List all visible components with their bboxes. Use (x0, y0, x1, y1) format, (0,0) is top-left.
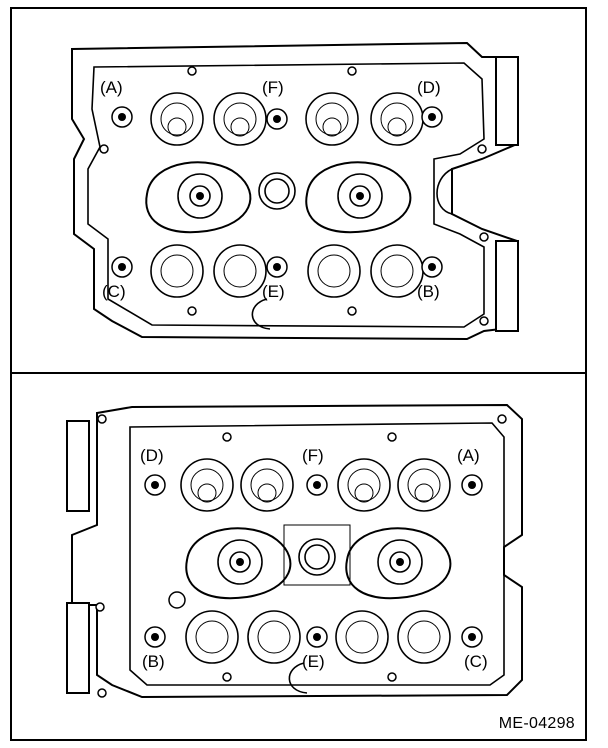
bottom-cylinder-head-view: (D) (F) (A) (B) (E) (C) (12, 375, 585, 707)
bottom-label-d: (D) (140, 446, 164, 465)
view-divider (12, 372, 585, 374)
bottom-head-drawing: (D) (F) (A) (B) (E) (C) (66, 403, 523, 699)
top-upper-valves (150, 92, 424, 146)
bottom-label-e: (E) (302, 652, 325, 671)
bottom-inner-outline (129, 422, 505, 686)
bottom-label-f: (F) (302, 446, 324, 465)
bottom-port-left-upper (66, 420, 90, 512)
top-bolts (99, 66, 489, 326)
top-label-f: (F) (262, 78, 284, 97)
top-label-e: (E) (262, 282, 285, 301)
top-label-d: (D) (417, 78, 441, 97)
bottom-label-b: (B) (142, 652, 165, 671)
top-inner-outline (87, 62, 485, 328)
bottom-label-a: (A) (457, 446, 480, 465)
top-cylinder-head-view: (A) (F) (D) (C) (E) (B) (12, 9, 585, 371)
top-label-c: (C) (102, 282, 126, 301)
bottom-port-left-lower (66, 602, 90, 694)
top-port-right-upper (495, 56, 519, 146)
bottom-label-c: (C) (464, 652, 488, 671)
bottom-bolts (95, 414, 507, 698)
bottom-upper-valves (180, 458, 451, 512)
figure-code: ME-04298 (498, 715, 575, 732)
figure-frame: (A) (F) (D) (C) (E) (B) (10, 7, 587, 741)
top-head-drawing: (A) (F) (D) (C) (E) (B) (71, 41, 519, 341)
top-label-b: (B) (417, 282, 440, 301)
bottom-lower-valves (185, 610, 451, 694)
top-combustion-chambers (145, 161, 412, 234)
top-port-right-lower (495, 240, 519, 332)
bottom-combustion-chambers (185, 524, 452, 600)
top-notch-right (436, 168, 453, 215)
top-label-a: (A) (100, 78, 123, 97)
